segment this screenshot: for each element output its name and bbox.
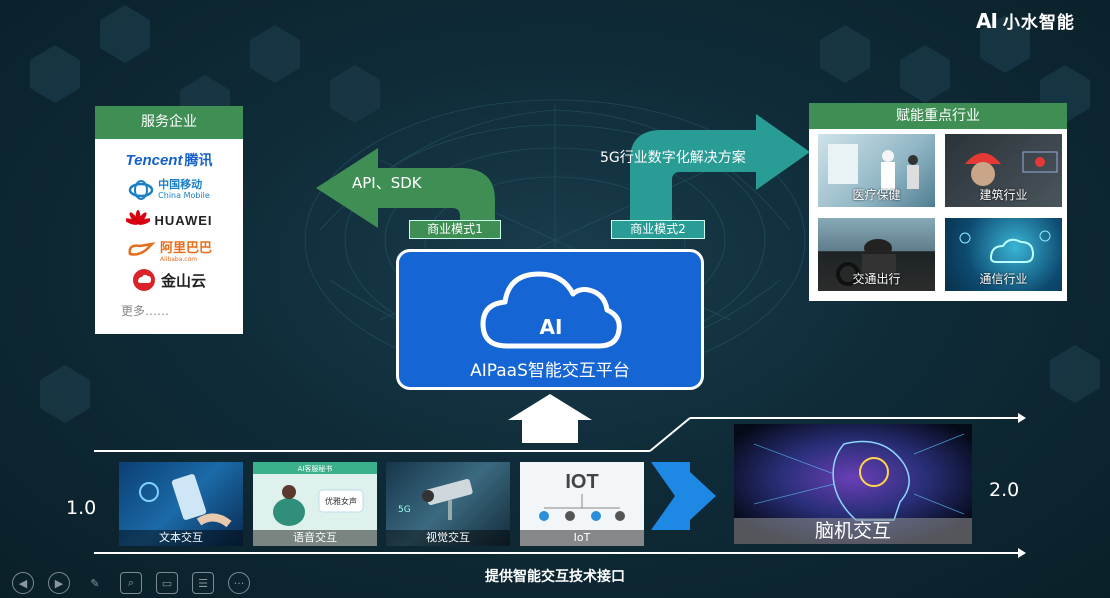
industry-label-construction: 建筑行业 [979, 188, 1028, 202]
next-slide-icon[interactable]: ▶ [48, 572, 70, 594]
module-label-vision: 视觉交互 [386, 530, 510, 546]
api-sdk-label: API、SDK [352, 174, 422, 192]
industry-tile-transport: 交通出行 [818, 218, 935, 291]
brand-logo: AI 小水智能 [976, 8, 1075, 34]
industry-tile-construction: 建筑行业 [945, 134, 1062, 207]
module-label-iot: IoT [520, 530, 644, 546]
version-1-label: 1.0 [66, 497, 97, 519]
construction-image [965, 151, 1058, 186]
healthcare-image [828, 144, 919, 190]
brain-machine-label: 脑机交互 [734, 518, 972, 544]
huawei-name: HUAWEI [154, 212, 213, 228]
camera-icon[interactable]: ▭ [156, 572, 178, 594]
more-options-icon[interactable]: ··· [228, 572, 250, 594]
pen-icon[interactable]: ✎ [90, 576, 100, 590]
vision-5g-tag: 5G [398, 505, 411, 515]
module-text-interaction: 文本交互 [119, 462, 243, 546]
tencent-name: Tencent [125, 151, 183, 169]
platform-title: AIPaaS智能交互平台 [470, 361, 630, 381]
voice-interaction-image: AI客服秘书 优雅女声 [253, 462, 377, 526]
huawei-logo: HUAWEI [95, 205, 243, 235]
tencent-logo: Tencent 腾讯 [95, 145, 243, 175]
module-voice-interaction: AI客服秘书 优雅女声 语音交互 [253, 462, 377, 546]
iot-interaction-image: IOT [539, 471, 625, 521]
industry-tile-healthcare: 医疗保健 [818, 134, 935, 207]
more-companies: 更多…… [121, 303, 170, 318]
key-industries-panel: 赋能重点行业 医疗保健 建筑行业 交通出行 通信行业 [809, 103, 1067, 301]
zoom-icon[interactable]: ⌕ [120, 572, 142, 594]
industry-label-telecom: 通信行业 [979, 272, 1028, 286]
brand-name: 小水智能 [1002, 13, 1075, 33]
brand-mark: AI [976, 8, 998, 33]
module-label-voice: 语音交互 [253, 530, 377, 546]
business-model-1-tag: 商业模式1 [409, 220, 501, 239]
huawei-flower-icon [125, 210, 150, 225]
subtitle-icon[interactable]: ☰ [192, 572, 214, 594]
partner-panel-title: 服务企业 [95, 106, 243, 139]
platform-mark: AI [540, 315, 563, 339]
brain-machine-interaction: 脑机交互 [734, 424, 972, 544]
china-mobile-icon [128, 180, 154, 200]
5g-solution-label: 5G行业数字化解决方案 [600, 150, 746, 166]
previous-slide-icon[interactable]: ◀ [12, 572, 34, 594]
iot-image-title: IOT [565, 471, 598, 493]
cloud-icon: AI [480, 271, 622, 349]
text-interaction-image [139, 474, 232, 528]
tencent-native-name: 腾讯 [184, 153, 213, 169]
vision-interaction-image: 5G [398, 478, 473, 520]
industries-panel-title: 赋能重点行业 [809, 103, 1067, 129]
alibaba-sub: Alibaba.com [159, 256, 198, 263]
alibaba-icon [128, 242, 156, 256]
module-vision-interaction: 5G 视觉交互 [386, 462, 510, 546]
kingsoft-cloud-icon [132, 269, 155, 291]
telecom-cloud-image [959, 230, 1051, 263]
version-2-label: 2.0 [989, 479, 1020, 501]
presentation-toolbar: ◀ ▶ ✎ ⌕ ▭ ☰ ··· [12, 572, 250, 594]
transport-image [836, 239, 896, 286]
china-mobile-name: 中国移动 [158, 178, 203, 191]
module-label-text: 文本交互 [119, 530, 243, 546]
module-iot-interaction: IOT IoT [520, 462, 644, 546]
alibaba-name: 阿里巴巴 [159, 241, 212, 256]
industry-tile-telecom: 通信行业 [945, 218, 1062, 291]
voice-option-badge: 优雅女声 [325, 496, 357, 506]
kingsoft-cloud-name: 金山云 [160, 271, 206, 290]
voice-app-header: AI客服秘书 [298, 464, 333, 473]
business-model-2-tag: 商业模式2 [611, 220, 705, 239]
kingsoft-cloud-logo: 金山云 [95, 265, 243, 295]
industry-label-transport: 交通出行 [852, 272, 901, 286]
bottom-title: 提供智能交互技术接口 [485, 569, 625, 585]
china-mobile-sub: China Mobile [158, 191, 210, 200]
aipaas-platform-box: AI AIPaaS智能交互平台 [396, 249, 704, 390]
industry-label-healthcare: 医疗保健 [852, 188, 901, 202]
